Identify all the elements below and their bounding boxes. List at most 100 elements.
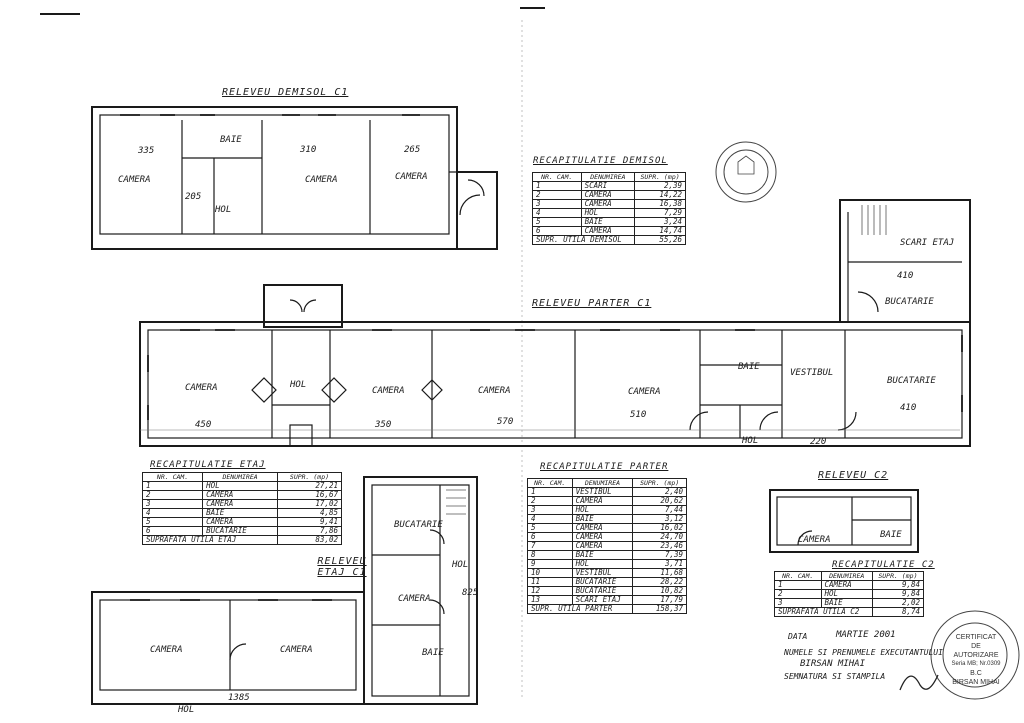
room-label: CAMERA: [150, 645, 183, 655]
cert-line: BIRSAN MIHAI: [952, 679, 1000, 686]
dimension-label: 510: [630, 410, 647, 420]
room-label: HOL: [215, 205, 232, 215]
cert-line: Seria MB; Nr.0309: [951, 661, 1001, 667]
dimension-label: 205: [185, 192, 202, 202]
cert-line: DE AUTORIZARE: [953, 643, 999, 659]
cert-line: CERTIFICAT: [955, 634, 997, 641]
dimension-label: 265: [404, 145, 421, 155]
title-demisol: RELEVEU DEMISOL C1: [222, 87, 349, 98]
header-nr: NR. CAM.: [141, 472, 204, 482]
room-label: BUCATARIE: [885, 297, 934, 307]
dimension-label: 450: [195, 420, 212, 430]
room-label: CAMERA: [798, 535, 831, 545]
signature-label: SEMNATURA SI STAMPILA: [784, 672, 886, 681]
room-label: HOL: [290, 380, 307, 390]
total-label: SUPR. UTILA PARTER: [526, 604, 634, 614]
cell-nr: 3: [141, 499, 204, 509]
room-label: HOL: [452, 560, 469, 570]
round-stamp-bottom: [930, 610, 1020, 700]
room-label: SCARI ETAJ: [900, 238, 955, 248]
dimension-label: 570: [497, 417, 514, 427]
dimension-label: 310: [300, 145, 317, 155]
room-label: VESTIBUL: [790, 368, 834, 378]
dimension-label: 1385: [228, 693, 250, 703]
total-value: 8,74: [871, 607, 925, 617]
room-label: BAIE: [220, 135, 242, 145]
dimension-label: 335: [138, 146, 155, 156]
rec-c2-title: RECAPITULATIE C2: [832, 560, 935, 570]
room-label: HOL: [178, 705, 195, 715]
dimension-label: 410: [897, 271, 914, 281]
cell-nr: 2: [141, 490, 204, 500]
room-label: CAMERA: [478, 386, 511, 396]
room-label: CAMERA: [118, 175, 151, 185]
certificate-text: CERTIFICAT DE AUTORIZARE Seria MB; Nr.03…: [948, 633, 1004, 687]
signature: [899, 674, 939, 691]
plan-demisol: [91, 106, 498, 250]
room-label: BAIE: [880, 530, 902, 540]
cert-line: B.C: [970, 670, 982, 677]
dimension-label: 350: [375, 420, 392, 430]
plan-parter: [139, 199, 971, 447]
plan-etaj: [91, 476, 478, 705]
dimension-label: 410: [900, 403, 917, 413]
rec-demisol-title: RECAPITULATIE DEMISOL: [533, 156, 668, 166]
room-label: CAMERA: [305, 175, 338, 185]
cell-nr: 5: [141, 517, 204, 527]
total-value: 83,02: [276, 535, 343, 545]
total-value: 55,26: [634, 235, 686, 245]
rec-parter-title: RECAPITULATIE PARTER: [540, 462, 669, 472]
room-label: CAMERA: [185, 383, 218, 393]
title-c2: RELEVEU C2: [818, 470, 889, 481]
total-label: SUPRAFATA UTILA ETAJ: [142, 535, 278, 545]
dimension-label: 825: [462, 588, 479, 598]
plan-c2: [769, 489, 919, 553]
room-label: CAMERA: [398, 594, 431, 604]
room-label: BAIE: [738, 362, 760, 372]
executant-label: NUMELE SI PRENUMELE EXECUTANTULUI: [784, 648, 943, 657]
room-label: CAMERA: [372, 386, 405, 396]
title-parter: RELEVEU PARTER C1: [532, 298, 652, 309]
executant-name: BIRSAN MIHAI: [800, 659, 866, 669]
cell-nr: 4: [141, 508, 204, 518]
room-label: CAMERA: [395, 172, 428, 182]
room-label: BUCATARIE: [887, 376, 936, 386]
round-stamp-top: [715, 141, 777, 203]
total-value: 158,37: [632, 604, 687, 614]
room-label: CAMERA: [280, 645, 313, 655]
cell-nr: 1: [141, 481, 204, 491]
room-label: HOL: [742, 436, 759, 446]
rec-etaj-title: RECAPITULATIE ETAJ: [150, 460, 266, 470]
date-label: DATA: [788, 632, 808, 641]
dimension-label: 220: [810, 437, 827, 447]
date-value: MARTIE 2001: [836, 630, 896, 640]
room-label: BAIE: [422, 648, 444, 658]
total-label: SUPR. UTILA DEMISOL: [531, 235, 636, 245]
title-etaj: RELEVEU ETAJ C1: [317, 556, 367, 578]
room-label: BUCATARIE: [394, 520, 443, 530]
room-label: CAMERA: [628, 387, 661, 397]
total-label: SUPRAFATA UTILA C2: [774, 607, 873, 617]
